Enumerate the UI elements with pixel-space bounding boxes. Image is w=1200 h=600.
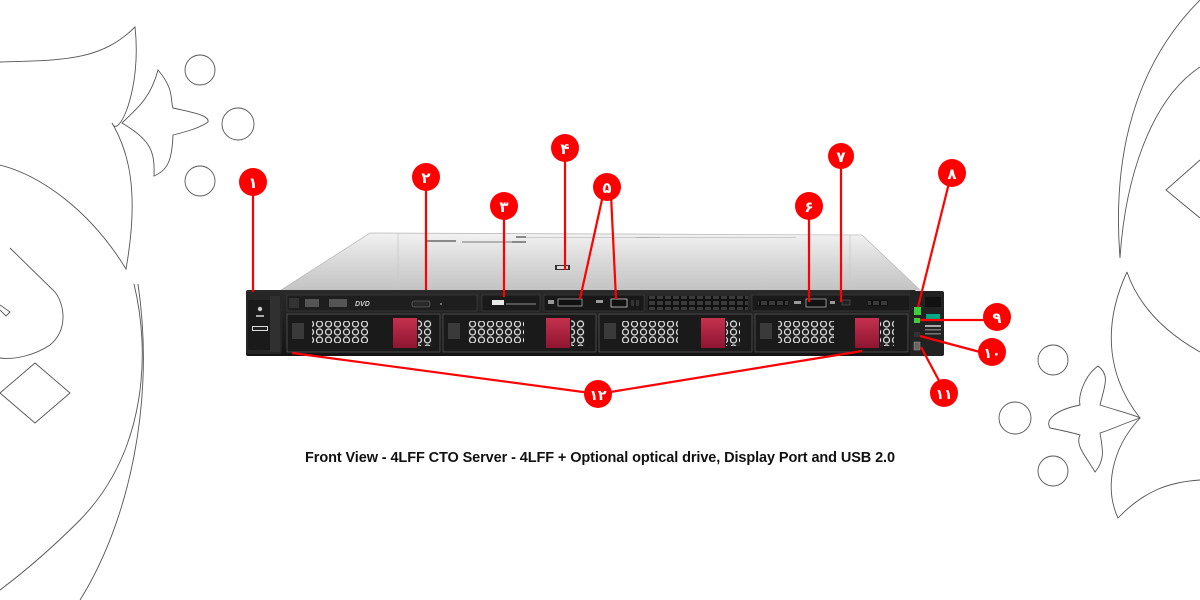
serial-pull-tab — [481, 294, 541, 312]
drive-bay-4[interactable] — [754, 313, 909, 353]
ilo-sd-panel — [751, 294, 911, 312]
callout-3-label: ۳ — [499, 198, 508, 216]
figure-caption: Front View - 4LFF CTO Server - 4LFF + Op… — [305, 450, 895, 466]
callout-9-label: ۹ — [992, 309, 1001, 327]
callout-4[interactable]: ۴ — [551, 134, 579, 162]
decorative-ornament-right — [998, 0, 1200, 519]
callout-11[interactable]: ۱۱ — [930, 379, 958, 407]
callout-12[interactable]: ۱۲ — [584, 380, 612, 408]
callout-2-label: ۲ — [421, 169, 430, 187]
drive-bay-3[interactable] — [598, 313, 753, 353]
display-port-usb-panel — [543, 294, 645, 312]
dvd-label: DVD — [355, 301, 370, 308]
right-control-panel — [910, 291, 944, 356]
callout-10[interactable]: ۱۰ — [978, 338, 1006, 366]
callout-6-label: ۶ — [804, 198, 813, 216]
front-vent — [648, 296, 748, 310]
callout-4-label: ۴ — [560, 140, 569, 158]
hpe-logo-icon — [926, 314, 940, 319]
callout-7-label: ۷ — [836, 148, 845, 166]
callout-8[interactable]: ۸ — [938, 159, 966, 187]
health-led-icon — [914, 318, 920, 323]
callout-6[interactable]: ۶ — [795, 192, 823, 220]
drive-bays — [286, 313, 909, 353]
drive-bay-2[interactable] — [442, 313, 597, 353]
callout-10-label: ۱۰ — [983, 346, 1000, 362]
callout-8-label: ۸ — [947, 165, 956, 183]
callout-11-label: ۱۱ — [935, 387, 952, 403]
callout-7[interactable]: ۷ — [828, 143, 854, 169]
left-rack-ear — [246, 292, 282, 354]
callout-1-label: ۱ — [248, 174, 257, 192]
callout-12-label: ۱۲ — [589, 388, 607, 404]
callout-2[interactable]: ۲ — [412, 163, 440, 191]
server-chassis: DVD — [246, 232, 944, 356]
top-vent-marks — [426, 236, 796, 243]
nic-led-icon — [914, 332, 920, 337]
callout-5-label: ۵ — [602, 179, 611, 197]
callout-badges: ۱ ۲ ۳ ۴ ۵ ۶ ۷ ۸ — [239, 134, 1011, 408]
decorative-ornament-left — [0, 26, 255, 600]
chassis-top-panel — [276, 232, 921, 293]
optical-drive: DVD — [286, 294, 478, 312]
drive-bay-1[interactable] — [286, 313, 441, 353]
callout-lines — [251, 157, 996, 396]
callout-5[interactable]: ۵ — [593, 173, 621, 201]
power-button-icon[interactable] — [914, 307, 921, 315]
callout-3[interactable]: ۳ — [490, 192, 518, 220]
callout-9[interactable]: ۹ — [983, 303, 1011, 331]
uid-button-icon[interactable] — [913, 341, 921, 351]
callout-1[interactable]: ۱ — [239, 168, 267, 196]
